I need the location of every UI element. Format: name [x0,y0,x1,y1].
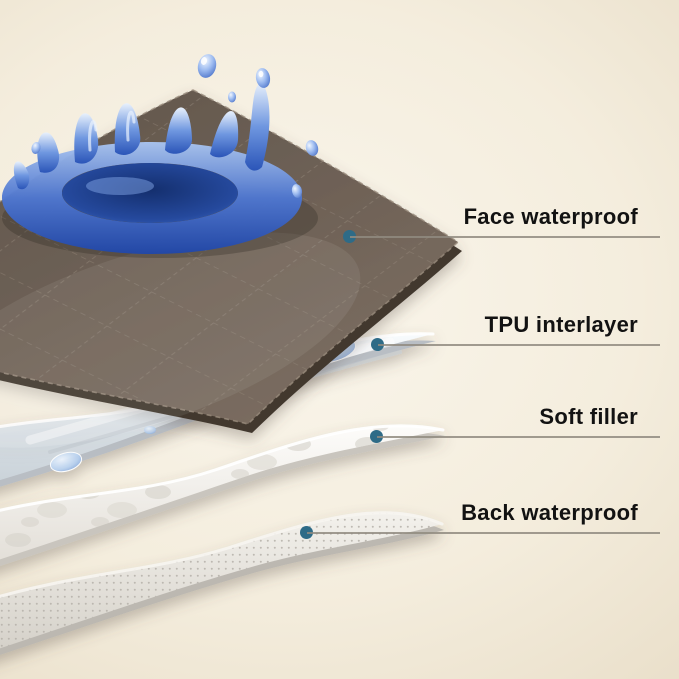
back-waterproof-layer [0,511,444,656]
water-droplets [31,54,319,198]
soft-filler-layer [0,424,445,567]
water-splash-illustration [2,54,319,258]
